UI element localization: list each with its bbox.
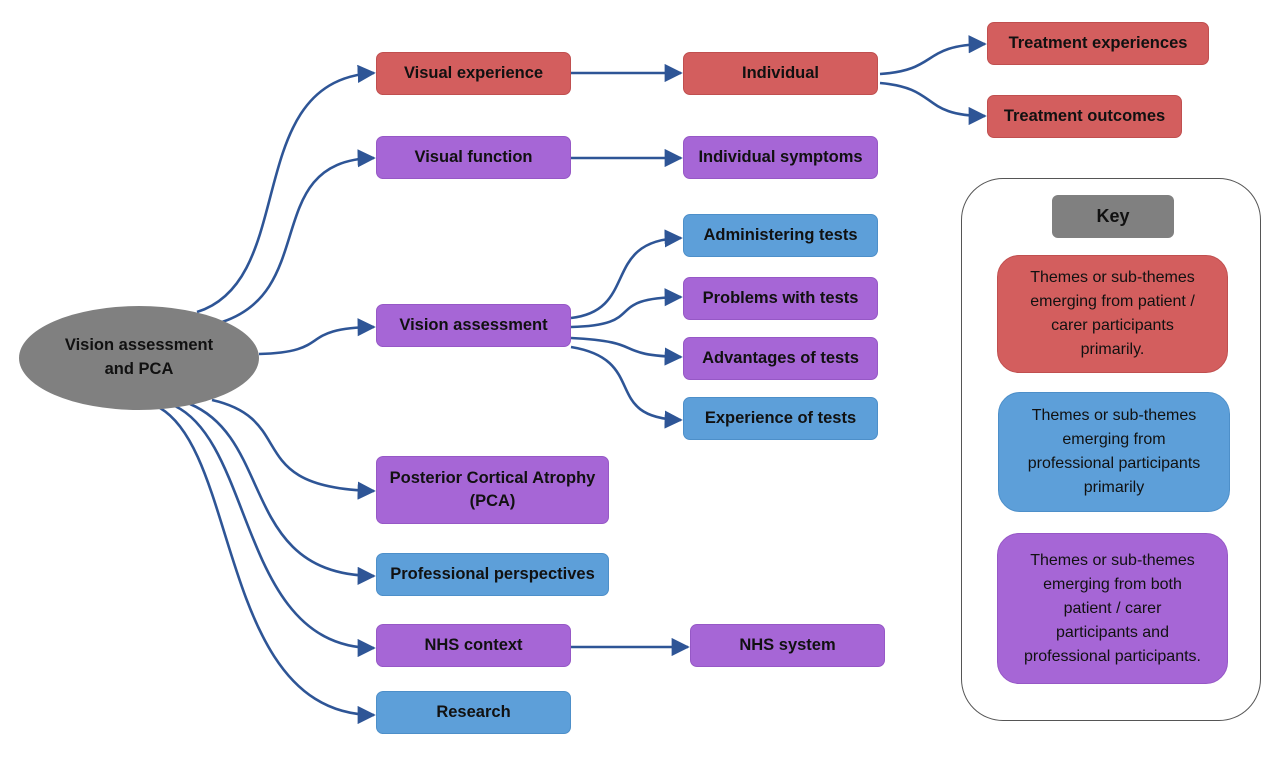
arrow-vision-assessment-to-advantages-of-tests — [570, 336, 683, 366]
theme-posterior-cortical-atrophy: Posterior Cortical Atrophy (PCA) — [376, 456, 609, 524]
key-both: Themes or sub-themes emerging from both … — [997, 533, 1228, 684]
subtheme-problems-with-tests: Problems with tests — [683, 277, 878, 320]
subtheme-treatment-experiences: Treatment experiences — [987, 22, 1209, 65]
theme-visual-experience: Visual experience — [376, 52, 571, 95]
arrow-root-to-pca — [211, 398, 376, 500]
arrow-root-to-nhs-context — [174, 404, 376, 658]
arrow-vision-assessment-to-problems-with-tests — [570, 288, 683, 329]
subtheme-nhs-system: NHS system — [690, 624, 885, 667]
arrow-vision-assessment-to-experience-of-tests — [570, 345, 683, 429]
subtheme-individual: Individual — [683, 52, 878, 95]
arrow-individual-to-treatment-outcomes — [879, 81, 987, 126]
arrow-root-to-visual-experience — [196, 64, 376, 314]
arrow-root-to-visual-function — [221, 149, 376, 324]
subtheme-treatment-outcomes: Treatment outcomes — [987, 95, 1182, 138]
key-title: Key — [1052, 195, 1174, 238]
arrow-root-to-research — [159, 406, 376, 725]
arrow-vision-assessment-to-administering-tests — [570, 229, 683, 320]
theme-visual-function: Visual function — [376, 136, 571, 179]
arrow-root-to-professional-perspectives — [189, 402, 376, 585]
subtheme-advantages-of-tests: Advantages of tests — [683, 337, 878, 380]
arrow-individual-to-treatment-experiences — [879, 35, 987, 76]
key-professional: Themes or sub-themes emerging from profe… — [998, 392, 1230, 512]
theme-vision-assessment: Vision assessment — [376, 304, 571, 347]
key-patient-carer: Themes or sub-themes emerging from patie… — [997, 255, 1228, 373]
theme-nhs-context: NHS context — [376, 624, 571, 667]
subtheme-individual-symptoms: Individual symptoms — [683, 136, 878, 179]
subtheme-administering-tests: Administering tests — [683, 214, 878, 257]
root-node: Vision assessment and PCA — [19, 306, 259, 410]
arrow-root-to-vision-assessment — [258, 318, 376, 356]
subtheme-experience-of-tests: Experience of tests — [683, 397, 878, 440]
theme-professional-perspectives: Professional perspectives — [376, 553, 609, 596]
theme-research: Research — [376, 691, 571, 734]
